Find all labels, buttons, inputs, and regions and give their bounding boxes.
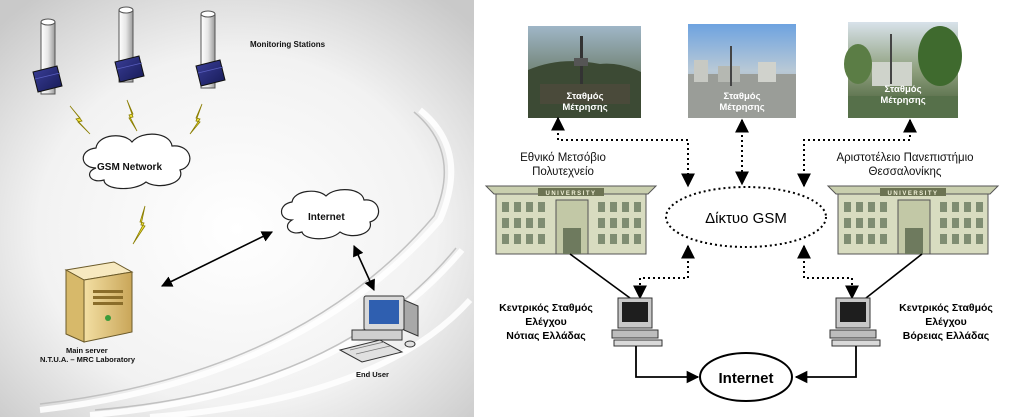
ntua-building-icon: UNIVERSITY [484,185,658,255]
internet-user-link [353,244,375,292]
main-server-icon [64,261,134,343]
station-photo-sublabel-1: Μέτρησης [562,102,607,113]
auth-computer-link [865,253,923,299]
south-center-label-line1: Κεντρικός Σταθμός [499,302,593,314]
swoosh-decoration [39,107,473,417]
right-panel: Σταθμός Μέτρησης Σταθμός Μέτρησης Σταθμό… [484,22,1000,402]
north-center-label-line1: Κεντρικός Σταθμός [899,302,993,314]
ntua-label-line1: Εθνικό Μετσόβιο [520,152,606,164]
main-server-lab-label: N.T.U.A. – MRC Laboratory [40,355,136,364]
north-center-computer-icon [829,297,881,347]
ntua-building-sign: UNIVERSITY [545,191,596,197]
end-user-computer-icon [338,295,419,363]
gsm-network-ellipse: Δίκτυο GSM [665,186,827,248]
station-photo-label-1: Σταθμός [566,91,603,102]
station-photo-label-2: Σταθμός [723,91,760,102]
monitoring-stations-label: Monitoring Stations [250,40,326,49]
auth-label-line2: Θεσσαλονίκης [869,166,942,178]
left-panel: Monitoring Stations GSM Network Internet [0,0,474,417]
station-photo-sublabel-2: Μέτρησης [719,102,764,113]
south-internet-link [635,346,700,384]
south-center-label-line2: Ελέγχου [525,316,567,328]
internet-ellipse: Internet [699,352,793,402]
internet-cloud: Internet [280,189,380,240]
station-photo-1: Σταθμός Μέτρησης [528,26,641,118]
station-photo-label-3: Σταθμός [884,84,921,95]
gsm-network-label: GSM Network [97,162,162,173]
ntua-label-line2: Πολυτεχνείο [532,166,594,178]
station-photo-2: Σταθμός Μέτρησης [688,24,796,118]
gsm-network-label-right: Δίκτυο GSM [705,210,787,227]
auth-building-icon: UNIVERSITY [826,185,1000,255]
station-photo-3: Σταθμός Μέτρησης [844,22,962,118]
main-server-label: Main server [66,346,108,355]
server-internet-link [160,231,274,287]
wireless-bolt-icons [69,99,203,245]
station-3 [195,10,226,89]
north-center-label-line3: Βόρειας Ελλάδας [903,330,990,342]
auth-building-sign: UNIVERSITY [887,191,938,197]
north-center-label-line2: Ελέγχου [925,316,967,328]
north-internet-link [794,346,857,384]
dotted-links [551,116,917,300]
station-photo-sublabel-3: Μέτρησης [880,95,925,106]
left-panel-background [0,0,474,417]
station-2 [114,6,145,83]
ntua-computer-link [569,253,631,299]
end-user-label: End User [356,370,389,379]
gsm-network-cloud: GSM Network [82,133,191,190]
internet-label-left: Internet [308,212,345,223]
south-center-computer-icon [611,297,663,347]
internet-label-right: Internet [718,370,773,387]
south-center-label-line3: Νότιας Ελλάδας [506,330,586,342]
station-1 [32,18,63,95]
auth-label-line1: Αριστοτέλειο Πανεπιστήμιο [836,152,973,164]
